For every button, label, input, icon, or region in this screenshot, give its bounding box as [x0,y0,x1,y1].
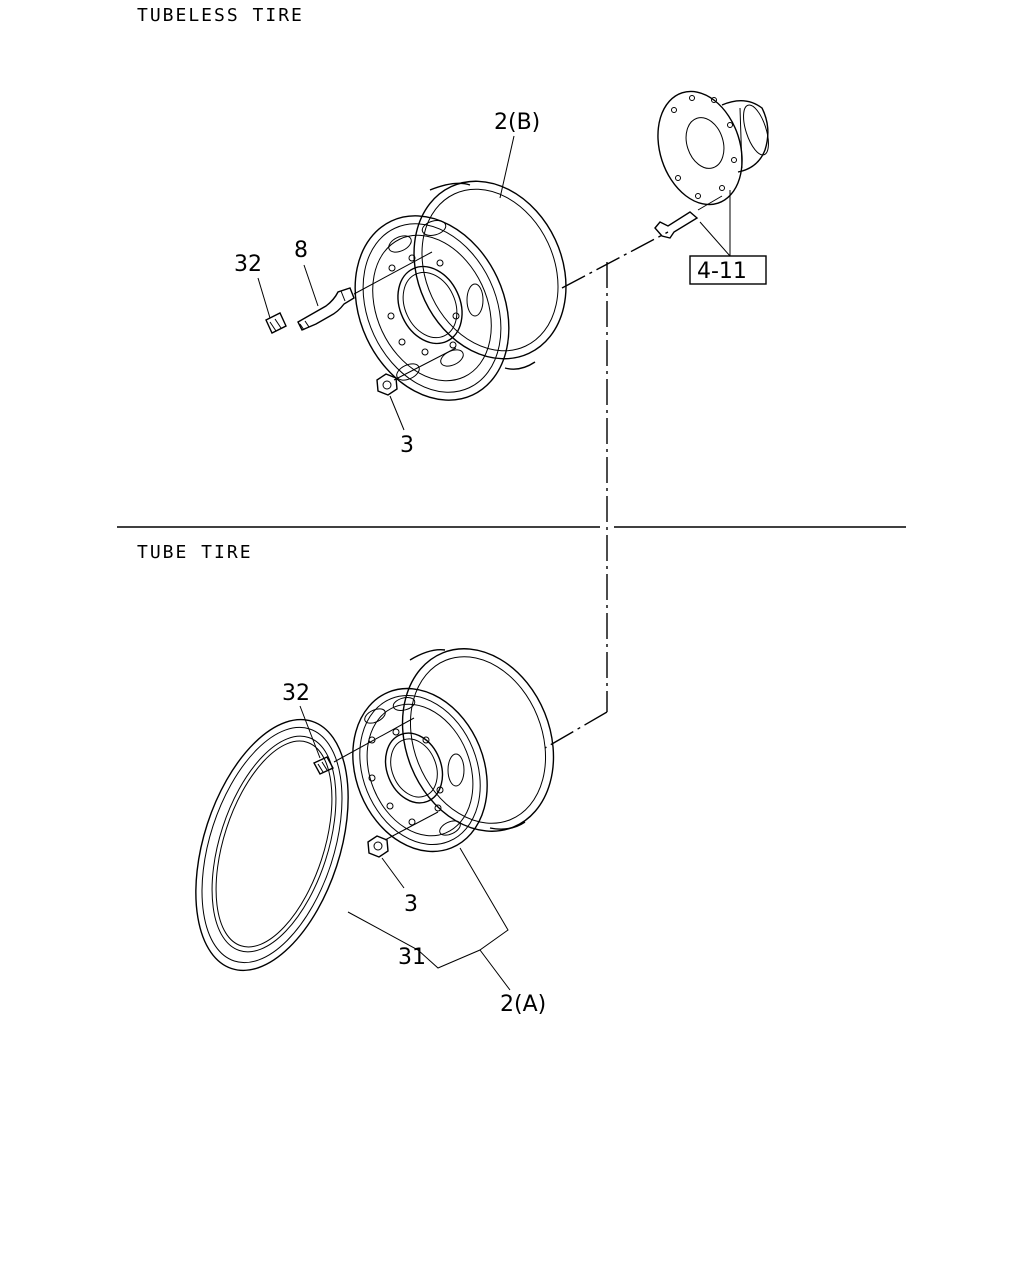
valve-stem [297,287,355,331]
reference-box-4-11 [689,255,767,285]
assembly-lines-top [353,251,457,381]
callout-3-top: 3 [400,433,414,458]
rim-flap [195,718,349,972]
valve-cap-bottom [313,756,334,775]
section-title-tube: TUBE TIRE [137,542,253,563]
callout-3-bottom: 3 [404,892,418,917]
axis-line-bottom [544,711,608,749]
wheel-nut-bottom [367,835,389,858]
callout-32-top: 32 [234,252,262,277]
callout-2b: 2(B) [494,110,540,135]
leaders-bottom [299,705,511,991]
callout-2a: 2(A) [500,992,546,1017]
callout-32-bottom: 32 [282,681,310,706]
callout-8: 8 [294,238,308,263]
wheel-rim-2b [354,180,567,401]
axis-line-top [561,231,669,289]
hub-assembly [654,90,769,239]
leaders-top [257,135,731,431]
wheel-nut-top [376,373,398,396]
callout-4-11: 4-11 [697,259,747,284]
assembly-lines-bottom [333,717,439,841]
wheel-rim-2a [352,648,555,853]
callout-31: 31 [398,945,426,970]
valve-cap-top [265,312,287,334]
section-title-tubeless: TUBELESS TIRE [137,5,304,26]
